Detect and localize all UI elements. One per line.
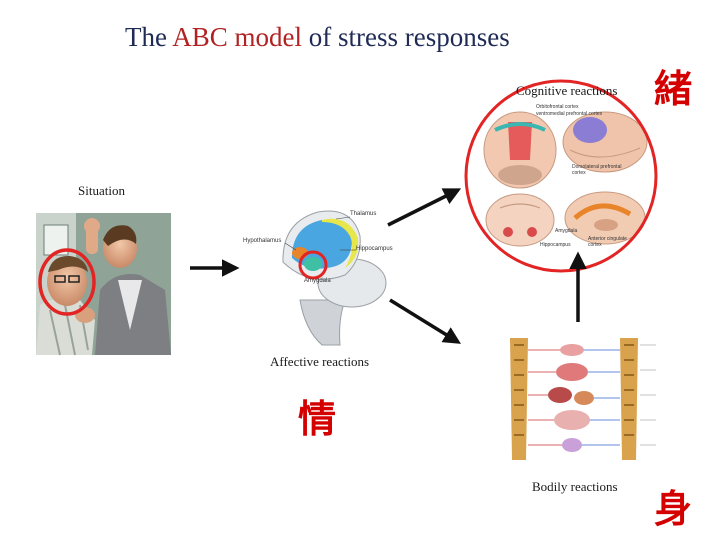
brain-label-hypothalamus: Hypothalamus [243,238,282,244]
brain-label-thalamus: Thalamus [350,211,377,217]
cjk-affective: 情 [298,396,337,441]
label-affective-reactions: Affective reactions [270,354,370,369]
brain-label-amygdala: Amygdala [304,278,331,284]
title-text-2: of stress responses [302,22,510,52]
cjk-bodily: 身 [654,486,693,531]
amygdala-highlight-circle [298,250,328,280]
cortex-label-amygdala: Amygdala [555,228,578,234]
cortex-label-dorsolateral: Dorsolateral prefrontal cortex [572,164,622,176]
cortex-panel [483,111,648,247]
title-text-1: The [125,22,173,52]
victim-highlight-circle [38,248,96,316]
brain-label-hippocampus: Hippocampus [356,246,393,252]
arrow-brain-to-bodily [389,298,461,344]
label-situation: Situation [78,183,125,198]
cjk-cognitive: 緒 [654,66,693,111]
title-accent: ABC model [172,22,303,52]
cortex-label-cingulate: Anterior cingulate cortex [588,236,627,248]
cortex-highlight-circle [464,79,658,273]
situation-photo [36,213,171,356]
arrow-brain-to-cognitive [387,188,462,227]
limbic-brain-diagram [282,210,387,346]
label-cognitive-reactions: Cognitive reactions [516,83,618,98]
cortex-label-hippocampus: Hippocampus [540,242,571,248]
cortex-label-orbitofrontal: Orbitofrontal cortex [536,104,579,110]
cortex-label-ventromedial: ventromedial prefrontal cortex [536,111,603,117]
autonomic-panel [497,332,660,467]
label-bodily-reactions: Bodily reactions [532,479,618,494]
